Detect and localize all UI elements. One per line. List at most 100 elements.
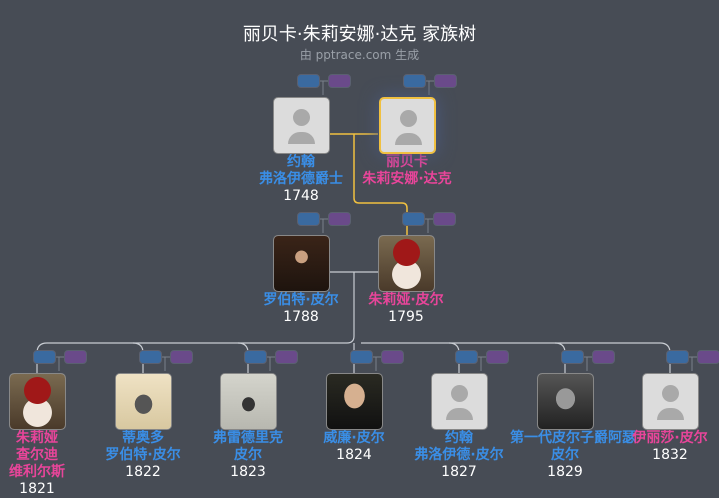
badge-connector [319, 80, 328, 95]
person-name: 弗雷德里克 [213, 430, 283, 446]
badge-connector [266, 356, 275, 371]
birth-year: 1821 [19, 481, 55, 497]
person-name: 朱莉娅 [16, 430, 58, 446]
person-photo[interactable] [114, 373, 172, 430]
portrait-image [9, 374, 65, 429]
portrait-image [378, 236, 434, 291]
birth-year: 1823 [230, 464, 266, 480]
avatar-placeholder-icon [450, 385, 468, 402]
mother-badge[interactable] [275, 350, 298, 364]
badge-connector [424, 218, 433, 233]
portrait-image [326, 374, 382, 429]
gen1-couple-line [330, 133, 408, 235]
badge-connector [55, 356, 64, 371]
avatar-placeholder-body [445, 408, 473, 420]
mother-badge[interactable] [486, 350, 509, 364]
mother-badge[interactable] [64, 350, 87, 364]
father-badge[interactable] [139, 350, 162, 364]
birth-year: 1822 [125, 464, 161, 480]
person-photo[interactable] [377, 235, 435, 292]
portrait-image [115, 374, 171, 429]
mother-badge[interactable] [697, 350, 719, 364]
father-badge[interactable] [403, 74, 426, 88]
portrait-image [220, 374, 276, 429]
father-badge[interactable] [561, 350, 584, 364]
badge-connector [161, 356, 170, 371]
person-name: 蒂奥多 [122, 430, 164, 446]
person-name: 约翰 [287, 154, 315, 170]
person-photo[interactable] [272, 235, 330, 292]
person-node[interactable]: 丽贝卡朱莉安娜·达克 [352, 97, 462, 188]
person-name: 罗伯特·皮尔 [263, 292, 339, 308]
badge-connector [372, 356, 381, 371]
badge-connector [425, 80, 434, 95]
person-photo[interactable] [8, 373, 66, 430]
person-photo[interactable] [219, 373, 277, 430]
page-subtitle: 由 pptrace.com 生成 [299, 48, 420, 62]
father-badge[interactable] [297, 74, 320, 88]
person-name: 丽贝卡 [386, 154, 428, 170]
avatar-placeholder-icon [661, 385, 679, 402]
mother-badge[interactable] [328, 212, 351, 226]
person-name: 威廉·皮尔 [323, 430, 385, 446]
page-title: 丽贝卡·朱莉安娜·达克 家族树 [242, 24, 477, 45]
avatar-placeholder-body [394, 133, 422, 145]
birth-year: 1788 [283, 309, 319, 325]
avatar-placeholder-body [287, 132, 315, 144]
badge-connector [688, 356, 697, 371]
person-name: 伊丽莎·皮尔 [632, 430, 708, 446]
person-name: 罗伯特·皮尔 [105, 447, 181, 463]
father-badge[interactable] [33, 350, 56, 364]
mother-badge[interactable] [381, 350, 404, 364]
birth-year: 1832 [652, 447, 688, 463]
father-badge[interactable] [455, 350, 478, 364]
birth-year: 1824 [336, 447, 372, 463]
person-name: 朱莉安娜·达克 [362, 171, 452, 187]
person-name: 约翰 [445, 430, 473, 446]
birth-year: 1827 [441, 464, 477, 480]
portrait-image [537, 374, 593, 429]
mother-badge[interactable] [434, 74, 457, 88]
person-photo[interactable] [378, 97, 436, 154]
badge-connector [319, 218, 328, 233]
person-photo[interactable] [641, 373, 699, 430]
person-photo[interactable] [430, 373, 488, 430]
person-photo[interactable] [536, 373, 594, 430]
father-badge[interactable] [666, 350, 689, 364]
avatar-placeholder-icon [399, 110, 417, 127]
badge-connector [583, 356, 592, 371]
person-name: 皮尔 [234, 447, 262, 463]
father-badge[interactable] [402, 212, 425, 226]
person-photo[interactable] [325, 373, 383, 430]
mother-badge[interactable] [170, 350, 193, 364]
person-name: 维利尔斯 [9, 464, 65, 480]
person-name: 第一代皮尔子爵阿瑟 [510, 430, 636, 446]
person-photo[interactable] [272, 97, 330, 154]
person-name: 弗洛伊德爵士 [259, 171, 343, 187]
father-badge[interactable] [244, 350, 267, 364]
portrait-image [273, 236, 329, 291]
avatar-placeholder-icon [292, 109, 310, 126]
person-name: 皮尔 [551, 447, 579, 463]
person-name: 弗洛伊德·皮尔 [414, 447, 504, 463]
person-name: 查尔迪 [16, 447, 58, 463]
mother-badge[interactable] [592, 350, 615, 364]
father-badge[interactable] [297, 212, 320, 226]
badge-connector [477, 356, 486, 371]
birth-year: 1829 [547, 464, 583, 480]
person-name: 朱莉娅·皮尔 [368, 292, 444, 308]
mother-badge[interactable] [433, 212, 456, 226]
father-badge[interactable] [350, 350, 373, 364]
avatar-placeholder-body [656, 408, 684, 420]
mother-badge[interactable] [328, 74, 351, 88]
